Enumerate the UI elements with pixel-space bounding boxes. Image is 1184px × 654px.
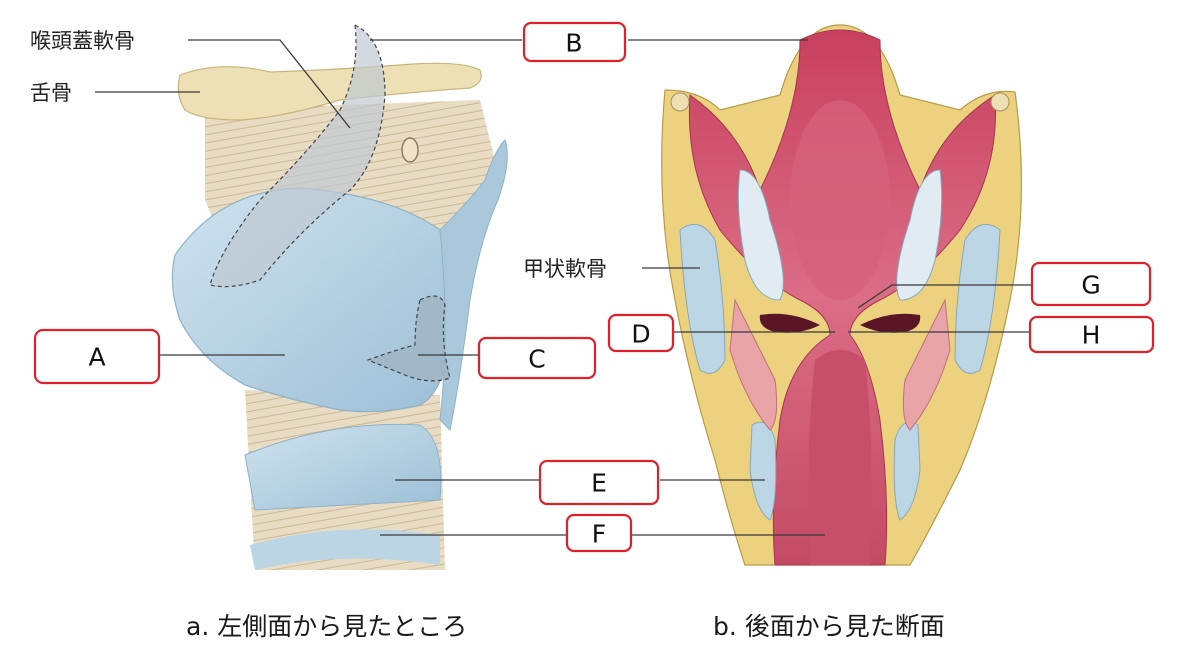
answer-box-e-label: E bbox=[591, 469, 607, 498]
ventricle-right bbox=[860, 313, 921, 333]
lateral-view-illustration bbox=[171, 23, 508, 570]
answer-box-b-label: B bbox=[565, 29, 582, 58]
answer-box-a[interactable]: A bbox=[33, 328, 161, 385]
epiglottis-cartilage bbox=[209, 23, 386, 288]
foramen bbox=[401, 137, 419, 163]
epiglottis-bulge bbox=[790, 100, 890, 300]
leader-lines bbox=[95, 39, 1032, 536]
caption-posterior-section: b. 後面から見た断面 bbox=[713, 612, 945, 641]
hyoid-tip-left bbox=[670, 92, 690, 112]
answer-box-b[interactable]: B bbox=[522, 21, 627, 63]
label-epiglottis: 喉頭蓋軟骨 bbox=[30, 29, 135, 53]
trachea-lumen bbox=[808, 350, 872, 565]
answer-box-d[interactable]: D bbox=[607, 313, 675, 353]
cricoid-right bbox=[893, 421, 921, 521]
answer-box-a-label: A bbox=[88, 343, 105, 372]
answer-box-e[interactable]: E bbox=[538, 459, 660, 506]
ventricle-left bbox=[759, 313, 820, 333]
arytenoid-right bbox=[896, 169, 943, 301]
answer-box-g-label: G bbox=[1081, 271, 1100, 300]
answer-box-h[interactable]: H bbox=[1028, 315, 1155, 354]
answer-box-f[interactable]: F bbox=[565, 513, 633, 553]
answer-box-d-label: D bbox=[631, 320, 650, 349]
superior-horn bbox=[439, 139, 508, 432]
cricoid-cartilage bbox=[244, 423, 442, 511]
posterior-section-illustration bbox=[661, 24, 1022, 566]
answer-box-g[interactable]: G bbox=[1030, 261, 1152, 307]
label-hyoid: 舌骨 bbox=[30, 81, 72, 105]
answer-box-h-label: H bbox=[1082, 321, 1101, 350]
label-thyroid: 甲状軟骨 bbox=[523, 257, 607, 281]
thyroid-cartilage-left bbox=[679, 223, 726, 374]
tracheal-ring bbox=[250, 529, 440, 570]
caption-lateral-view: a. 左側面から見たところ bbox=[186, 612, 467, 641]
thyroid-cartilage-right bbox=[954, 223, 1001, 374]
answer-box-c[interactable]: C bbox=[477, 336, 597, 380]
answer-box-f-label: F bbox=[592, 520, 606, 549]
arytenoid-cartilage bbox=[366, 295, 451, 382]
arytenoid-left bbox=[737, 169, 784, 301]
hyoid-bone bbox=[177, 62, 482, 121]
answer-box-c-label: C bbox=[528, 345, 545, 374]
hyoid-tip-right bbox=[990, 92, 1010, 112]
